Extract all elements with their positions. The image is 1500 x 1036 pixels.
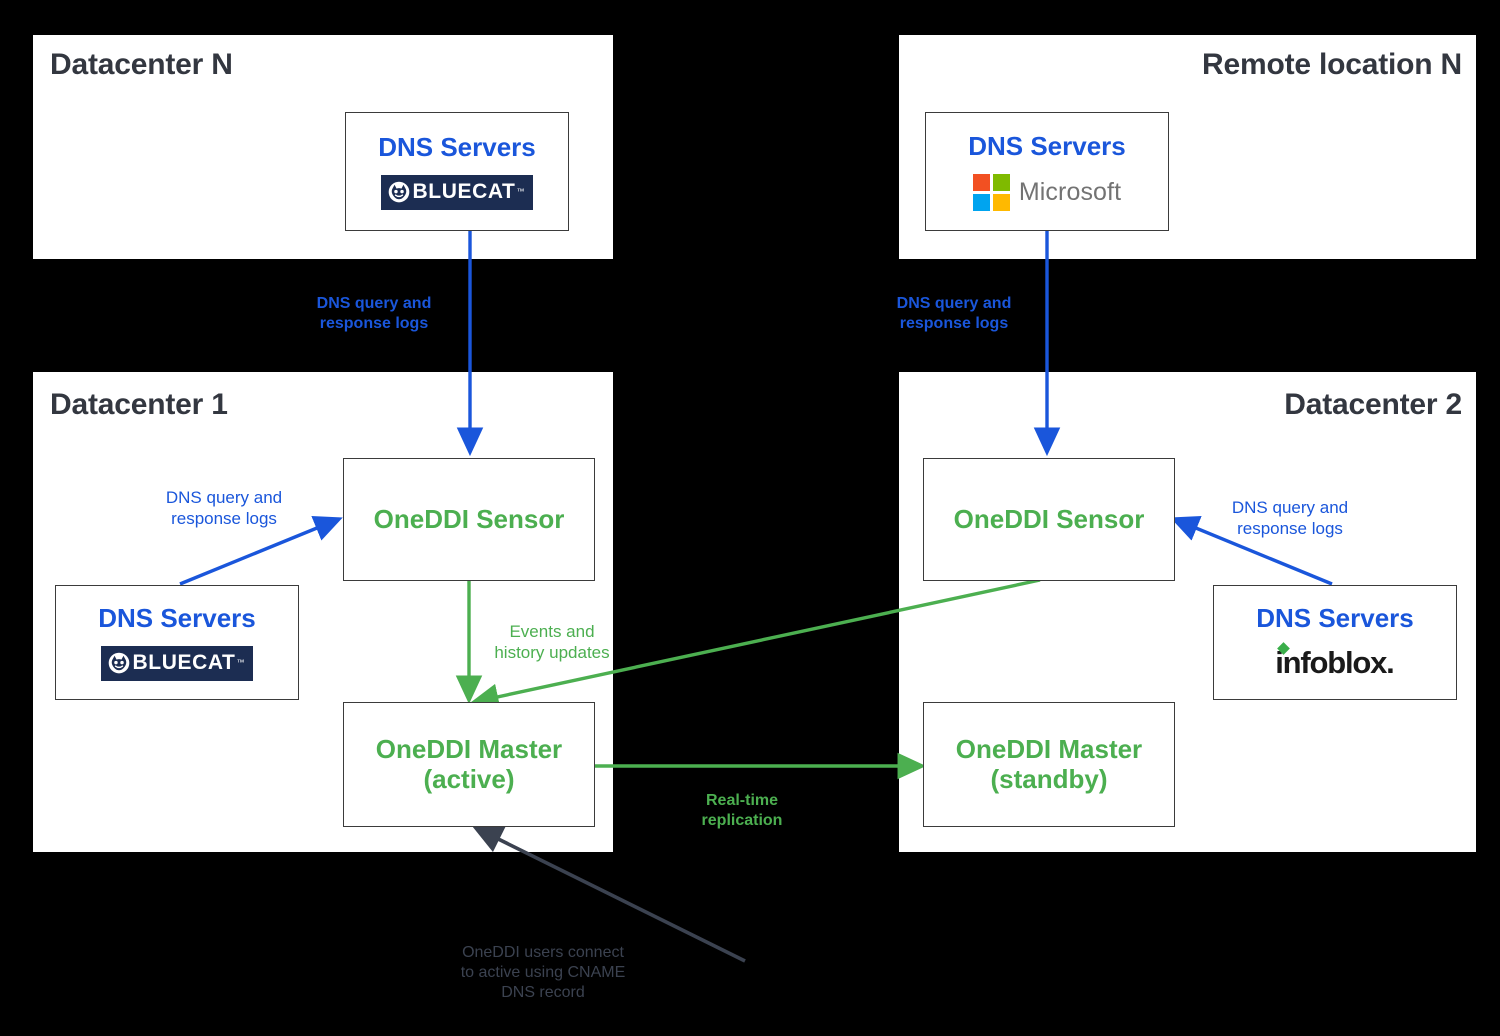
infoblox-period: . xyxy=(1386,645,1395,681)
edge-label-dcn-to-sensor1: DNS query and response logs xyxy=(316,295,432,332)
node-dns-servers-datacenter-1[interactable]: DNS Servers BLUECAT ™ xyxy=(55,585,299,700)
node-label: OneDDI Sensor xyxy=(373,503,565,534)
edge-label-sensor1-to-master1: Events and history updates xyxy=(494,622,610,663)
node-label: OneDDI Sensor xyxy=(953,503,1145,534)
microsoft-squares-icon xyxy=(972,173,1010,211)
node-label: DNS Servers xyxy=(98,603,256,634)
node-oneddi-sensor-datacenter-2[interactable]: OneDDI Sensor xyxy=(923,458,1175,581)
edge-label-dns2-to-sensor2: DNS query and response logs xyxy=(1231,498,1349,539)
node-label-line1: OneDDI Master xyxy=(375,734,563,765)
node-label: DNS Servers xyxy=(378,132,536,163)
bluecat-trademark: ™ xyxy=(236,658,245,668)
node-dns-servers-datacenter-2[interactable]: DNS Servers infoblox . xyxy=(1213,585,1457,700)
microsoft-logo: Microsoft xyxy=(972,173,1122,211)
node-label-line1: OneDDI Master xyxy=(955,734,1143,765)
bluecat-logo: BLUECAT ™ xyxy=(380,174,534,210)
bluecat-logo: BLUECAT ™ xyxy=(100,645,254,681)
node-oneddi-sensor-datacenter-1[interactable]: OneDDI Sensor xyxy=(343,458,595,581)
zone-title-datacenter-1: Datacenter 1 xyxy=(50,388,228,421)
edge-label-remote-to-sensor2: DNS query and response logs xyxy=(896,295,1012,332)
edge-label-dns1-to-sensor1: DNS query and response logs xyxy=(165,488,283,529)
zone-title-datacenter-n: Datacenter N xyxy=(50,48,233,81)
bluecat-wordmark: BLUECAT xyxy=(132,650,236,674)
microsoft-wordmark: Microsoft xyxy=(1018,177,1122,206)
bluecat-trademark: ™ xyxy=(516,187,525,197)
bluecat-wordmark: BLUECAT xyxy=(412,179,516,203)
node-oneddi-master-standby[interactable]: OneDDI Master (standby) xyxy=(923,702,1175,827)
infoblox-wordmark: infoblox xyxy=(1275,645,1387,681)
edge-label-master1-to-master2: Real-time replication xyxy=(701,792,783,829)
infoblox-logo: infoblox . xyxy=(1275,642,1395,681)
edge-label-users-to-master1: OneDDI users connect to active using CNA… xyxy=(460,944,626,1001)
node-oneddi-master-active[interactable]: OneDDI Master (active) xyxy=(343,702,595,827)
bluecat-cat-icon xyxy=(388,181,409,202)
bluecat-cat-icon xyxy=(108,652,129,673)
node-label: DNS Servers xyxy=(968,131,1126,162)
node-label: DNS Servers xyxy=(1256,602,1414,633)
zone-title-datacenter-2: Datacenter 2 xyxy=(1284,388,1462,421)
node-label-line2: (standby) xyxy=(990,763,1108,794)
node-dns-servers-datacenter-n[interactable]: DNS Servers BLUECAT ™ xyxy=(345,112,569,231)
node-label-line2: (active) xyxy=(423,763,515,794)
zone-title-remote-location-n: Remote location N xyxy=(1202,48,1462,81)
node-dns-servers-remote-location-n[interactable]: DNS Servers Microsoft xyxy=(925,112,1169,231)
